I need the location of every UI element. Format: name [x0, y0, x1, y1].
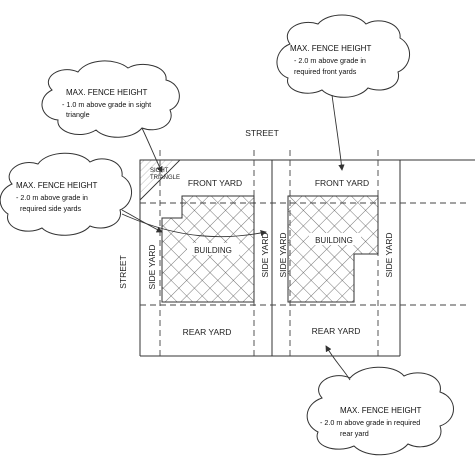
building-left-label: BUILDING: [194, 246, 232, 255]
callout-text-line-2: rear yard: [340, 429, 369, 438]
street-top-label: STREET: [245, 128, 279, 138]
callout-arrow: [325, 345, 351, 381]
callout-title: MAX. FENCE HEIGHT: [16, 181, 97, 190]
building-right: BUILDING: [287, 195, 379, 303]
callout-arrow: [121, 213, 267, 238]
callout-text-line-1: - 1.0 m above grade in sight: [62, 100, 151, 109]
rear-yard-right-label: REAR YARD: [312, 326, 361, 336]
rear-yard-left-label: REAR YARD: [183, 327, 232, 337]
street-left-label: STREET: [118, 255, 128, 289]
yard-labels: FRONT YARD FRONT YARD REAR YARD REAR YAR…: [147, 178, 394, 337]
side-yard-label-1: SIDE YARD: [147, 244, 157, 289]
cloud-bubble: [306, 366, 454, 456]
side-yard-label-4: SIDE YARD: [384, 232, 394, 277]
callout-text-line-1: - 2.0 m above grade in: [16, 193, 88, 202]
building-right-footprint: [287, 195, 379, 303]
building-left: BUILDING: [161, 195, 255, 303]
callout-title: MAX. FENCE HEIGHT: [340, 406, 421, 415]
callout-text-line-2: required side yards: [20, 204, 82, 213]
sight-triangle-area: [139, 159, 182, 202]
callout-text-line-2: required front yards: [294, 67, 357, 76]
sight-triangle-label-2: TRIANGLE: [150, 175, 180, 181]
cloud-bubble: [41, 60, 180, 138]
cloud-bubble: [0, 152, 132, 236]
sight-triangle-label-1: SIGHT: [150, 168, 169, 174]
callout-title: MAX. FENCE HEIGHT: [290, 44, 371, 53]
callout-title: MAX. FENCE HEIGHT: [66, 88, 147, 97]
callout-text-line-1: - 2.0 m above grade in: [294, 56, 366, 65]
callout-front-yards: MAX. FENCE HEIGHT - 2.0 m above grade in…: [276, 14, 410, 171]
building-right-label: BUILDING: [315, 236, 353, 245]
callout-arrow: [141, 127, 163, 173]
front-yard-left-label: FRONT YARD: [188, 178, 242, 188]
cloud-bubble: [276, 14, 410, 98]
front-yard-right-label: FRONT YARD: [315, 178, 369, 188]
callout-text-line-2: triangle: [66, 110, 90, 119]
callout-rear-yard: MAX. FENCE HEIGHT - 2.0 m above grade in…: [306, 345, 454, 456]
lot-boundaries: [140, 160, 401, 357]
callout-side-yards: MAX. FENCE HEIGHT - 2.0 m above grade in…: [0, 152, 267, 238]
callout-arrow: [331, 94, 345, 171]
callout-text-line-1: - 2.0 m above grade in required: [320, 418, 420, 427]
side-yard-label-3: SIDE YARD: [278, 232, 288, 277]
callout-arrow: [121, 209, 163, 233]
callout-sight-triangle: MAX. FENCE HEIGHT - 1.0 m above grade in…: [41, 60, 180, 173]
side-yard-label-2: SIDE YARD: [260, 232, 270, 277]
